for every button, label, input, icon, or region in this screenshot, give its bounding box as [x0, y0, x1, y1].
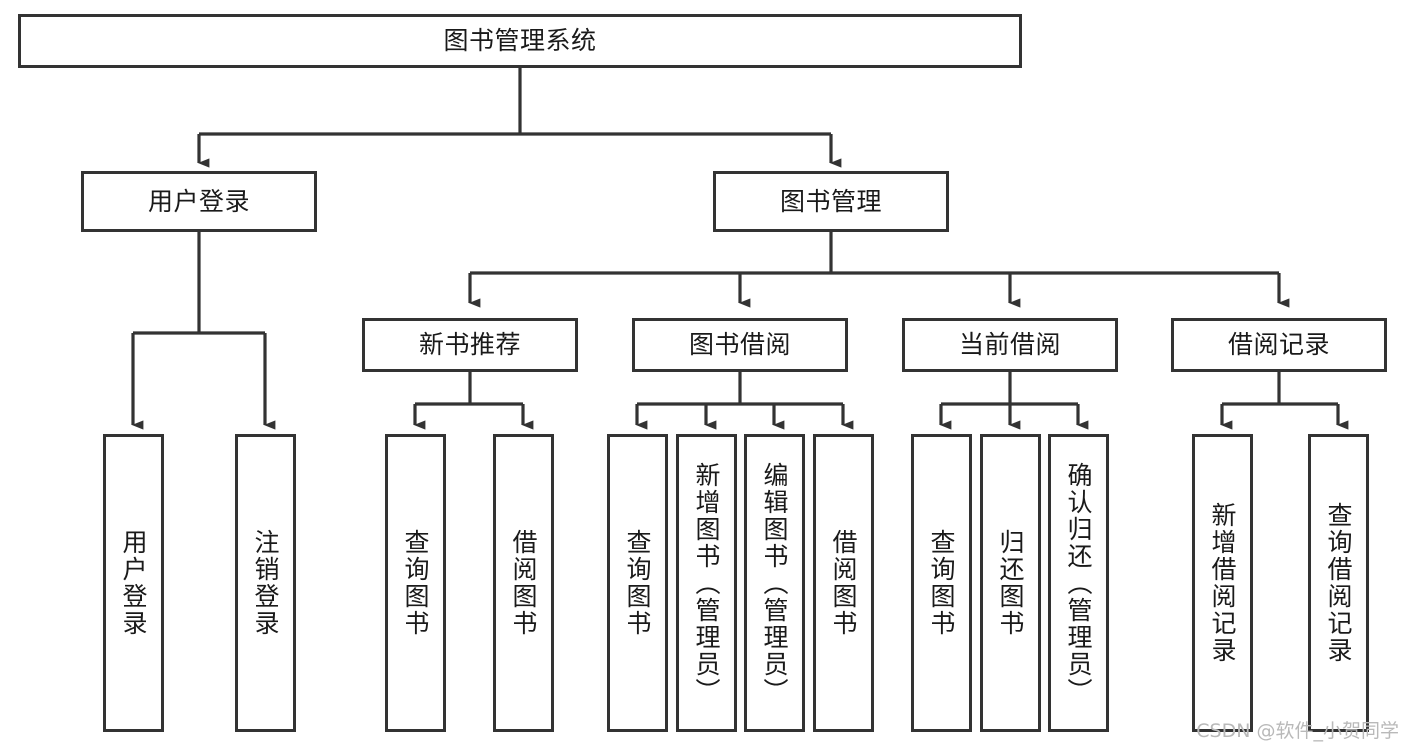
watermark-text: CSDN @软件_小贺同学 [1196, 720, 1399, 742]
node-borrow-record[interactable]: 借阅记录 [1171, 318, 1387, 372]
leaf-book-borrow-4-label: 借阅图书 [829, 529, 858, 637]
leaf-new-book-2[interactable]: 借阅图书 [493, 434, 554, 732]
leaf-borrow-record-1-label: 新增借阅记录 [1208, 502, 1237, 664]
leaf-book-borrow-2-label: 新增图书（管理员） [692, 461, 721, 705]
leaf-user-login-1-label: 用户登录 [119, 529, 148, 637]
node-user-login[interactable]: 用户登录 [81, 171, 317, 232]
leaf-borrow-record-1[interactable]: 新增借阅记录 [1192, 434, 1253, 732]
leaf-user-login-2-label: 注销登录 [251, 529, 280, 637]
leaf-current-borrow-2-label: 归还图书 [996, 529, 1025, 637]
leaf-user-login-1[interactable]: 用户登录 [103, 434, 164, 732]
node-book-borrow-label: 图书借阅 [688, 330, 791, 360]
leaf-book-borrow-3[interactable]: 编辑图书（管理员） [744, 434, 805, 732]
node-current-borrow-label: 当前借阅 [958, 330, 1061, 360]
node-root-book-management-system[interactable]: 图书管理系统 [18, 14, 1022, 68]
leaf-new-book-1-label: 查询图书 [401, 529, 430, 637]
node-book-borrow[interactable]: 图书借阅 [632, 318, 848, 372]
node-borrow-record-label: 借阅记录 [1227, 330, 1330, 360]
node-new-book-recommend-label: 新书推荐 [418, 330, 521, 360]
leaf-current-borrow-3-label: 确认归还（管理员） [1064, 461, 1093, 705]
leaf-current-borrow-1-label: 查询图书 [927, 529, 956, 637]
leaf-book-borrow-3-label: 编辑图书（管理员） [760, 461, 789, 705]
node-user-login-label: 用户登录 [147, 186, 250, 216]
leaf-new-book-1[interactable]: 查询图书 [385, 434, 446, 732]
leaf-book-borrow-2[interactable]: 新增图书（管理员） [676, 434, 737, 732]
leaf-book-borrow-1[interactable]: 查询图书 [607, 434, 668, 732]
node-book-management[interactable]: 图书管理 [713, 171, 949, 232]
node-root-label: 图书管理系统 [443, 26, 597, 56]
leaf-new-book-2-label: 借阅图书 [509, 529, 538, 637]
node-new-book-recommend[interactable]: 新书推荐 [362, 318, 578, 372]
leaf-book-borrow-4[interactable]: 借阅图书 [813, 434, 874, 732]
node-book-management-label: 图书管理 [779, 186, 882, 216]
leaf-borrow-record-2[interactable]: 查询借阅记录 [1308, 434, 1369, 732]
leaf-current-borrow-3[interactable]: 确认归还（管理员） [1048, 434, 1109, 732]
leaf-current-borrow-2[interactable]: 归还图书 [980, 434, 1041, 732]
leaf-current-borrow-1[interactable]: 查询图书 [911, 434, 972, 732]
node-current-borrow[interactable]: 当前借阅 [902, 318, 1118, 372]
leaf-book-borrow-1-label: 查询图书 [623, 529, 652, 637]
leaf-borrow-record-2-label: 查询借阅记录 [1324, 502, 1353, 664]
leaf-user-login-2[interactable]: 注销登录 [235, 434, 296, 732]
